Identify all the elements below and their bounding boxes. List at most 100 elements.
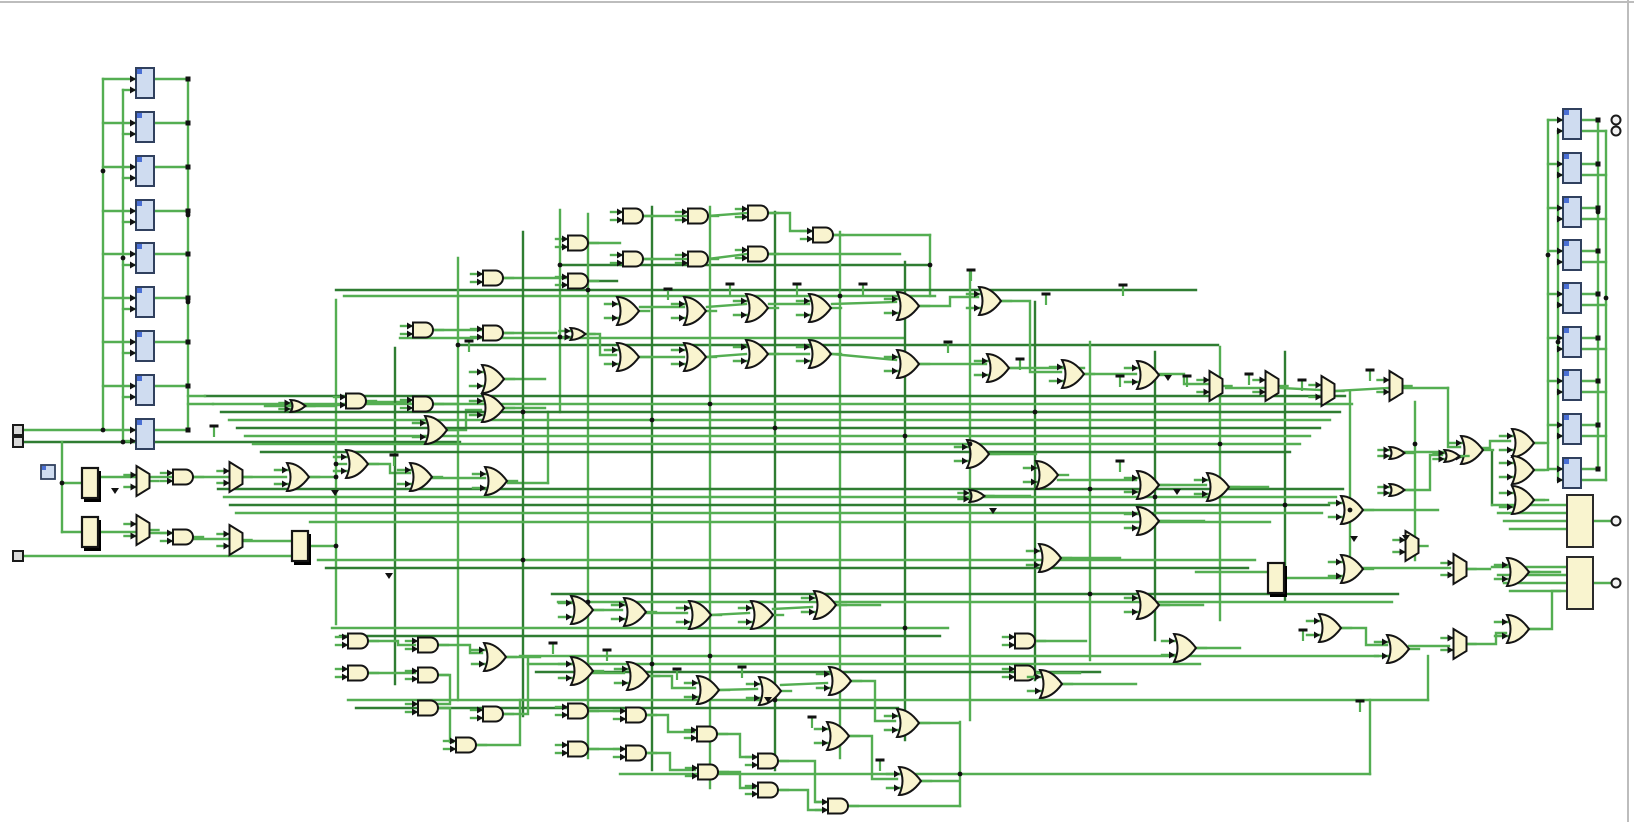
flip-flop[interactable] — [1562, 369, 1582, 401]
wire[interactable] — [779, 788, 827, 812]
and-gate[interactable] — [417, 666, 439, 684]
and-gate[interactable] — [417, 636, 439, 654]
and-gate[interactable] — [622, 250, 644, 268]
wire[interactable] — [779, 681, 829, 687]
or-gate[interactable] — [615, 341, 641, 373]
flip-flop[interactable] — [135, 242, 155, 274]
wire[interactable] — [847, 734, 899, 781]
and-gate[interactable] — [567, 272, 589, 290]
mux[interactable] — [1404, 529, 1420, 563]
and-gate[interactable] — [827, 797, 849, 815]
or-gate[interactable] — [285, 461, 311, 493]
wire[interactable] — [771, 605, 814, 611]
wire[interactable] — [436, 643, 484, 655]
or-gate[interactable] — [1317, 612, 1343, 644]
or-gate[interactable] — [423, 414, 449, 446]
flip-flop[interactable] — [135, 418, 155, 450]
wire[interactable] — [503, 656, 530, 716]
and-gate[interactable] — [757, 752, 779, 770]
or-gate-small[interactable] — [1387, 482, 1407, 498]
and-gate[interactable] — [1014, 664, 1036, 682]
and-gate[interactable] — [347, 664, 369, 682]
or-gate-small[interactable] — [1442, 448, 1462, 464]
or-gate[interactable] — [480, 392, 506, 424]
or-gate[interactable] — [344, 448, 370, 480]
latch[interactable] — [80, 515, 100, 549]
flip-flop[interactable] — [135, 330, 155, 362]
and-gate[interactable] — [757, 781, 779, 799]
or-gate[interactable] — [1135, 589, 1161, 621]
and-gate[interactable] — [482, 269, 504, 287]
or-gate[interactable] — [569, 655, 595, 687]
or-gate[interactable] — [482, 641, 508, 673]
or-gate[interactable] — [1385, 633, 1411, 665]
input-pin[interactable] — [12, 436, 24, 448]
and-gate[interactable] — [697, 763, 719, 781]
flip-flop[interactable] — [135, 155, 155, 187]
or-gate[interactable] — [682, 295, 708, 327]
or-gate[interactable] — [977, 285, 1003, 317]
input-pin[interactable] — [12, 550, 24, 562]
wire[interactable] — [1446, 386, 1462, 449]
and-gate[interactable] — [567, 234, 589, 252]
mux[interactable] — [135, 513, 151, 547]
output-register[interactable] — [1566, 494, 1594, 548]
and-gate[interactable] — [482, 324, 504, 342]
and-gate[interactable] — [625, 744, 647, 762]
latch[interactable] — [1266, 561, 1286, 595]
flip-flop[interactable] — [1562, 239, 1582, 271]
mux[interactable] — [135, 464, 151, 498]
or-gate[interactable] — [744, 338, 770, 370]
and-gate[interactable] — [567, 702, 589, 720]
or-gate[interactable] — [1060, 358, 1086, 390]
mux[interactable] — [228, 523, 244, 557]
and-gate[interactable] — [567, 740, 589, 758]
flip-flop[interactable] — [135, 199, 155, 231]
wire[interactable] — [849, 679, 897, 723]
or-gate[interactable] — [1505, 613, 1531, 645]
flip-flop[interactable] — [1562, 108, 1582, 140]
or-gate[interactable] — [807, 338, 833, 370]
or-gate[interactable] — [1135, 359, 1161, 391]
or-gate[interactable] — [1135, 505, 1161, 537]
flip-flop[interactable] — [1562, 413, 1582, 445]
wire[interactable] — [366, 639, 417, 647]
wire[interactable] — [644, 751, 697, 772]
or-gate[interactable] — [827, 665, 853, 697]
mux[interactable] — [1388, 369, 1404, 403]
or-gate[interactable] — [757, 675, 783, 707]
flip-flop[interactable] — [135, 67, 155, 99]
wire[interactable] — [830, 300, 898, 306]
flip-flop[interactable] — [1562, 152, 1582, 184]
or-gate[interactable] — [1510, 427, 1536, 459]
or-gate[interactable] — [483, 465, 509, 497]
wire[interactable] — [1339, 626, 1389, 647]
or-gate[interactable] — [625, 660, 651, 692]
and-gate[interactable] — [412, 395, 434, 413]
or-gate[interactable] — [615, 295, 641, 327]
or-gate[interactable] — [1172, 632, 1198, 664]
or-gate[interactable] — [985, 352, 1011, 384]
flip-flop[interactable] — [1562, 457, 1582, 489]
output-pin[interactable] — [1610, 125, 1622, 137]
and-gate[interactable] — [172, 528, 194, 546]
flip-flop[interactable] — [1562, 282, 1582, 314]
or-gate[interactable] — [807, 292, 833, 324]
output-register[interactable] — [1566, 556, 1594, 610]
wire[interactable] — [436, 706, 455, 744]
and-gate[interactable] — [687, 207, 709, 225]
or-gate[interactable] — [965, 438, 991, 470]
or-gate-small[interactable] — [288, 398, 308, 414]
and-gate[interactable] — [455, 736, 477, 754]
or-gate[interactable] — [687, 599, 713, 631]
and-gate[interactable] — [696, 725, 718, 743]
or-gate[interactable] — [408, 461, 434, 493]
input-pin[interactable] — [12, 424, 24, 436]
mux[interactable] — [1452, 627, 1468, 661]
or-gate[interactable] — [682, 341, 708, 373]
or-gate[interactable] — [825, 720, 851, 752]
or-gate[interactable] — [622, 596, 648, 628]
flip-flop[interactable] — [1562, 196, 1582, 228]
